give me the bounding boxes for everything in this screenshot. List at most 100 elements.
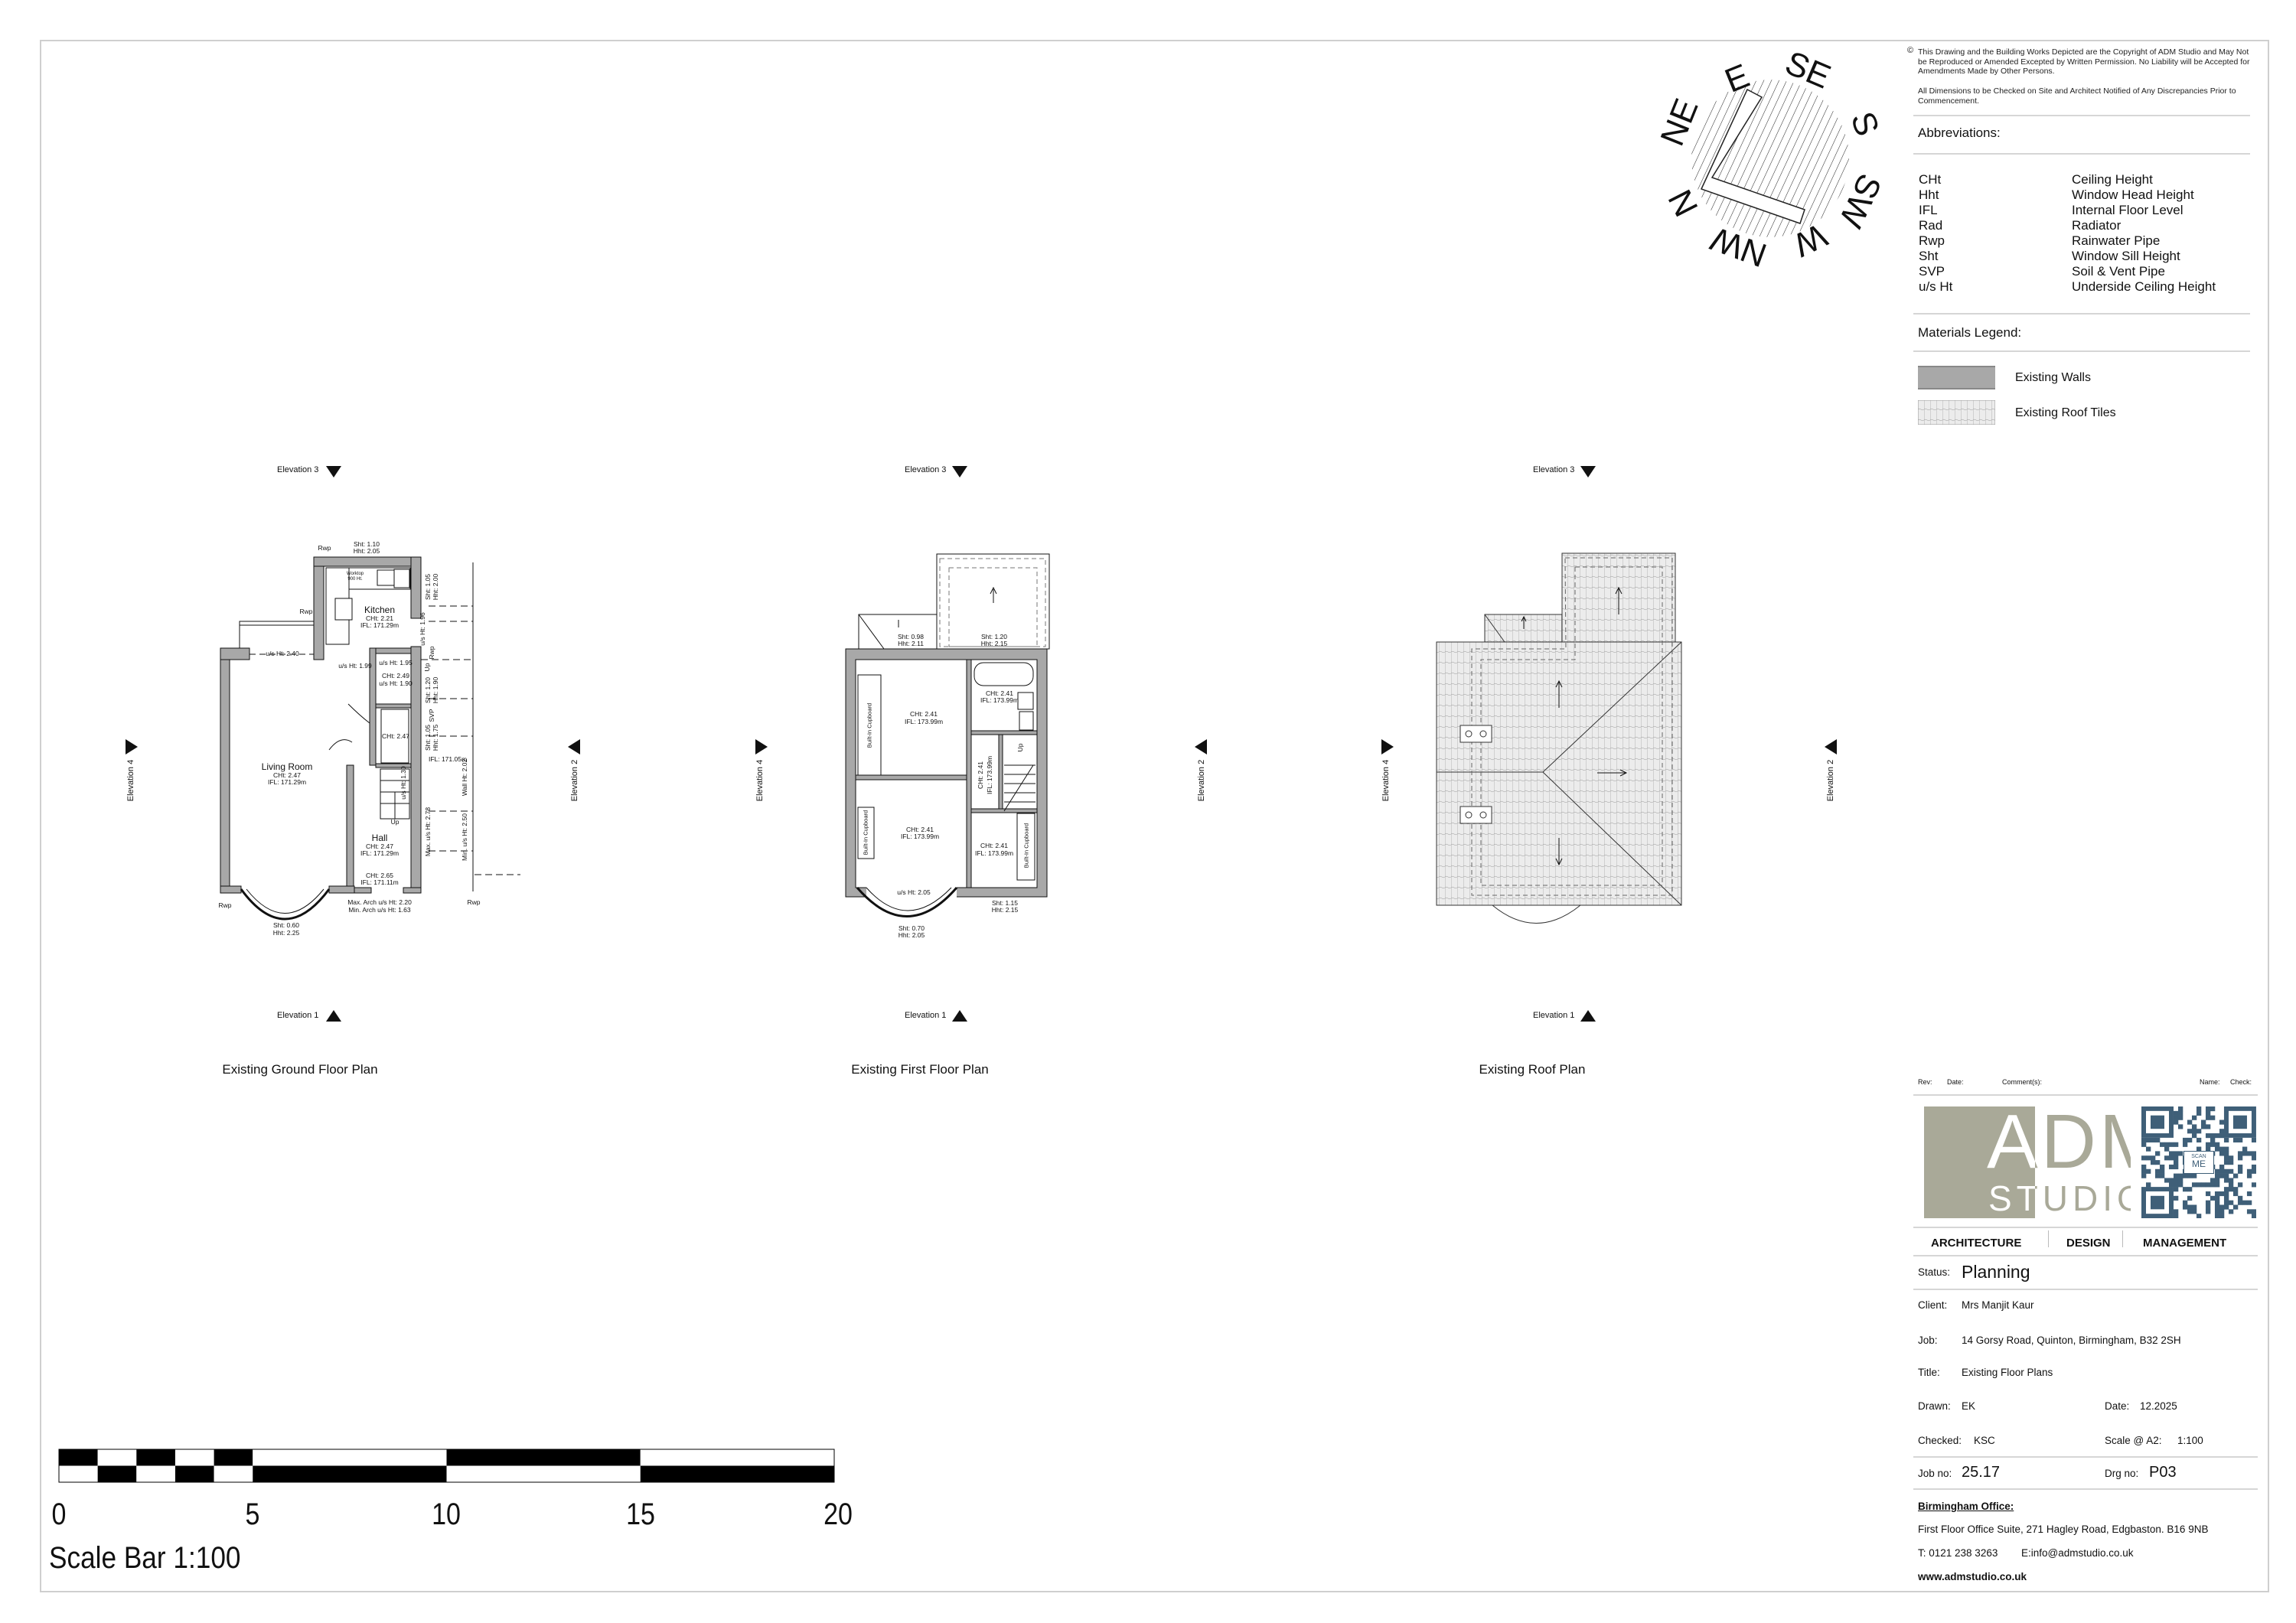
plan-label: u/s Ht: 2.40: [266, 649, 299, 657]
scale-bar-segment: [640, 1465, 834, 1482]
existing-roof-tiles-label: Existing Roof Tiles: [2015, 406, 2116, 419]
plan-label: Max. Arch u/s Ht: 2.20: [347, 898, 412, 906]
plan-label: IFL: 173.99m: [974, 849, 1014, 857]
roof-elevation-4-label: Elevation 4: [1381, 759, 1391, 802]
scale-bar-segment: [136, 1465, 175, 1482]
elevation-markers: [126, 466, 1837, 1022]
scale-tick-label: 0: [51, 1498, 67, 1531]
office-phone: T: 0121 238 3263: [1918, 1547, 1998, 1559]
divider: [1913, 1456, 2258, 1458]
rev-header: Rev:: [1918, 1078, 1932, 1086]
drawn-value: EK: [1962, 1400, 1976, 1412]
divider: [1913, 1289, 2258, 1290]
first-elevation-2-label: Elevation 2: [1197, 759, 1206, 802]
comments-header: Comment(s):: [2002, 1078, 2043, 1086]
plan-label: CHt: 2.41: [910, 709, 938, 718]
job-no-value: 25.17: [1962, 1464, 2001, 1481]
service-management: MANAGEMENT: [2143, 1237, 2227, 1250]
check-header: Check:: [2230, 1078, 2252, 1086]
existing-roof-tiles-swatch: [1918, 400, 1995, 425]
plan-label: u/s Ht: 1.90: [379, 679, 413, 687]
logo-text-studio: STUDIO: [1988, 1181, 2131, 1216]
scale-tick-label: 10: [432, 1498, 461, 1531]
plan-label: CHt: 2.21: [366, 614, 393, 622]
checked-value: KSC: [1974, 1435, 1995, 1446]
name-header: Name:: [2200, 1078, 2220, 1086]
plan-label: CHt: 2.41: [986, 689, 1013, 697]
abbreviation-code: CHt: [1919, 172, 1942, 187]
room-name-kitchen: Kitchen: [364, 605, 396, 615]
website-link[interactable]: www.admstudio.co.uk: [1918, 1571, 2027, 1582]
plan-label: IFL: 171.11m: [360, 878, 399, 886]
client-label: Client:: [1918, 1299, 1948, 1311]
materials-legend-heading: Materials Legend:: [1918, 325, 2022, 340]
drawing-sheet-border: [40, 40, 2269, 1592]
plan-label: Worktop: [346, 572, 364, 576]
first-elevation-3-label: Elevation 3: [905, 465, 947, 474]
abbreviation-meaning: Soil & Vent Pipe: [2072, 264, 2165, 279]
plan-label: Rwp: [318, 543, 331, 552]
status-label: Status:: [1918, 1266, 1951, 1278]
plan-label: CHt: 2.47: [366, 842, 393, 850]
plan-label: Rwp: [467, 898, 481, 906]
roof-elevation-3-label: Elevation 3: [1533, 465, 1575, 474]
abbreviation-meaning: Internal Floor Level: [2072, 203, 2183, 217]
scan-me-badge: SCAN ME: [2183, 1151, 2214, 1174]
scale-bar-segment: [59, 1449, 98, 1466]
scale-bar-segment: [640, 1449, 834, 1466]
plan-label: Hht: 2.15: [991, 905, 1019, 914]
divider: [2048, 1230, 2049, 1247]
abbreviation-meaning: Radiator: [2072, 218, 2122, 233]
plan-label: Built-In Cupboard: [862, 810, 869, 855]
scale-bar-segment: [253, 1465, 447, 1482]
ground-elevation-3-label: Elevation 3: [277, 465, 319, 474]
office-address: First Floor Office Suite, 271 Hagley Roa…: [1918, 1524, 2209, 1535]
abbreviation-meaning: Window Head Height: [2072, 187, 2194, 202]
scale-bar-segment: [214, 1465, 253, 1482]
scale-tick-label: 5: [245, 1498, 260, 1531]
plan-label: CHt: 2.41: [976, 761, 984, 789]
scale-value: 1:100: [2177, 1435, 2203, 1446]
plan-label: IFL: 173.99m: [985, 755, 993, 795]
plan-label: CHt: 2.49: [382, 671, 409, 680]
plan-label: u/s Ht: 1.95: [379, 658, 413, 666]
abbreviations-heading: Abbreviations:: [1918, 125, 2001, 140]
divider: [1913, 350, 2250, 352]
plan-label: u/s Ht: 2.05: [897, 888, 931, 896]
divider: [1913, 1094, 2258, 1096]
plan-label: Rwp: [218, 901, 232, 909]
plan-label: Hht: 2.15: [980, 639, 1008, 647]
plan-label: Sht: 0.70: [898, 924, 925, 932]
plan-label: Min. Arch u/s Ht: 1.63: [348, 905, 411, 914]
divider: [1913, 313, 2250, 314]
qr-code[interactable]: [2141, 1106, 2256, 1218]
plan-label: Built-In Cupboard: [1022, 823, 1030, 869]
copyright-icon: ©: [1907, 46, 1914, 55]
office-email[interactable]: E:info@admstudio.co.uk: [2021, 1547, 2134, 1559]
divider: [1913, 1255, 2258, 1256]
plan-label: Hht: 2.11: [898, 639, 924, 647]
plan-label: Sht: 0.60: [272, 921, 300, 929]
me-caption: ME: [2192, 1159, 2206, 1169]
service-design: DESIGN: [2066, 1237, 2111, 1250]
plan-label: CHt: 2.41: [906, 825, 934, 833]
title-label: Title:: [1918, 1367, 1940, 1378]
north-arrow-compass: [1691, 80, 1849, 237]
plan-label: Up: [390, 817, 400, 826]
plan-label: CHt: 2.41: [980, 841, 1008, 849]
scale-bar-segment: [253, 1449, 447, 1466]
scale-bar-segment: [446, 1465, 641, 1482]
plan-label: u/s Ht: 1.99: [338, 661, 372, 670]
room-name-living-room: Living Room: [261, 761, 313, 772]
plan-label: Hht: 2.05: [898, 930, 925, 939]
plan-label: 900 Ht.: [347, 577, 363, 582]
plan-label: Sht: 0.98: [897, 632, 925, 640]
existing-walls-swatch: [1918, 366, 1995, 389]
adm-studio-logo: ADM STUDIO: [1924, 1106, 2131, 1218]
drg-no-label: Drg no:: [2105, 1468, 2139, 1479]
abbreviation-code: Sht: [1919, 249, 1939, 263]
ground-floor-plan-drawing: [220, 556, 520, 921]
scale-bar-segment: [174, 1465, 214, 1482]
dimensions-note: All Dimensions to be Checked on Site and…: [1918, 86, 2236, 106]
